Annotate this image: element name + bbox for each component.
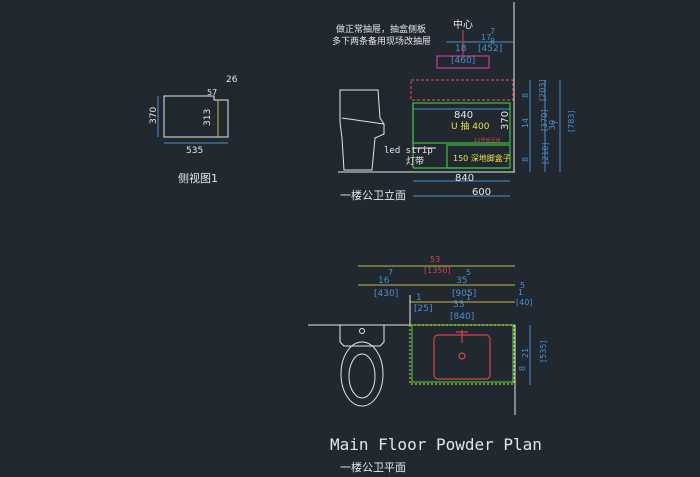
side-view-width-dim: 535 <box>186 146 203 156</box>
elevation-right-dim-9: 7 <box>551 120 560 125</box>
plan-mid-dim-sub: [905] <box>452 289 476 299</box>
elevation-right-dim-8: [210] <box>541 142 550 164</box>
toilet-plan-bowl-inner <box>348 353 376 399</box>
plan-gap-dim: 1 <box>416 293 422 303</box>
elevation-caption: 一楼公卫立面 <box>340 188 406 202</box>
elevation-bottom-dim-inner: 600 <box>472 187 491 198</box>
toilet-elevation <box>339 89 385 171</box>
elevation-top-dim-3: 8 <box>490 37 495 46</box>
elevation-top-dim-4: [452] <box>478 44 502 54</box>
plinth-label: 150 深地脚盒子 <box>453 153 511 163</box>
basin-drain <box>458 352 466 360</box>
side-view-height-dim: 370 <box>149 107 159 124</box>
elevation-dim-lines <box>413 30 561 197</box>
basin-faucet <box>456 330 468 343</box>
plan-right-dim-1: 21 <box>521 348 530 358</box>
vanity-plan <box>409 324 515 385</box>
side-view <box>157 95 229 144</box>
plan-right-dim: 1 <box>518 288 523 297</box>
plan-left-dim-sub: [430] <box>374 289 398 299</box>
plan-mid-dim-small: 5 <box>466 268 471 277</box>
elevation-bottom-dim-total: 840 <box>455 173 474 184</box>
plan-left-dim: 16 <box>378 276 390 286</box>
plan-overall-dim-sub: [1350] <box>424 266 451 275</box>
toilet-plan-flush-button <box>359 328 365 334</box>
elevation-top-dim-6: [460] <box>451 56 475 66</box>
plan-mid-dim: 35 <box>456 276 467 286</box>
side-view-inner-top-dim: 57 <box>207 88 217 97</box>
plan-right-dim-3: 8 <box>518 366 527 371</box>
vanity-plan-counter <box>409 324 515 385</box>
elevation-drawer-label: U 抽 400 <box>451 120 490 132</box>
elevation-drawer-height: 370 <box>500 111 511 130</box>
elevation-top-dim-5: 18 <box>455 44 467 54</box>
plan-gap-dim-sub: [25] <box>414 304 432 314</box>
plan-cabinet-dim: 33 <box>453 300 464 310</box>
elevation-top-dim-1: 7 <box>490 27 495 36</box>
plan-left-dim-small: 7 <box>388 268 393 277</box>
plan-cabinet-dim-sub: [840] <box>450 312 474 322</box>
elevation-right-dim-5: 30 <box>548 120 557 130</box>
plan-dim-lines <box>358 265 531 385</box>
elevation-right-dim-2: [203] <box>538 79 547 101</box>
vanity-elevation <box>410 55 514 169</box>
toilet-plan-tank <box>339 324 385 347</box>
counter-top-dashed <box>410 79 514 101</box>
toilet-plan-bowl-outer <box>340 341 384 407</box>
elevation-right-dim-3: 14 <box>521 118 530 128</box>
plan-cabinet-dim-small: 1 <box>466 293 471 302</box>
plan-subtitle: 一楼公卫平面 <box>340 460 406 474</box>
elevation-small-red-note: 12号低压线 <box>474 137 500 144</box>
elevation-center-label: 中心 <box>453 18 473 31</box>
elevation-right-dim-4: [370] <box>540 109 549 131</box>
elevation-width-label: 840 <box>454 110 473 121</box>
side-view-inner-height-dim: 313 <box>203 109 213 126</box>
side-view-caption: 侧视图1 <box>178 171 218 185</box>
elevation-right-dim-6: [783] <box>567 110 576 132</box>
plan-right-dim-sub: [40] <box>516 298 532 307</box>
plan-overall-dim: 53 <box>430 255 440 264</box>
elevation-top-dim-2: 17 <box>481 33 491 42</box>
plan-right-dim-2: [535] <box>539 340 548 362</box>
led-strip-label: led strip <box>384 146 433 156</box>
elevation-right-dim-7: 8 <box>521 157 530 162</box>
side-view-outline <box>163 95 229 138</box>
elevation-linework <box>338 2 515 173</box>
toilet-seat-line <box>341 117 385 125</box>
plan-right-dim-small: 5 <box>520 281 525 290</box>
led-strip-label-cn: 灯带 <box>406 156 424 167</box>
elevation-right-dim-1: 8 <box>521 93 530 98</box>
plan-title: Main Floor Powder Plan <box>330 435 542 454</box>
side-view-top-notch-dim: 26 <box>226 75 238 85</box>
elevation-note-line-1: 做正常抽屉，抽盒侧板 <box>336 23 426 35</box>
elevation-note-line-2: 多下两条备用现场改抽屉 <box>332 35 431 47</box>
